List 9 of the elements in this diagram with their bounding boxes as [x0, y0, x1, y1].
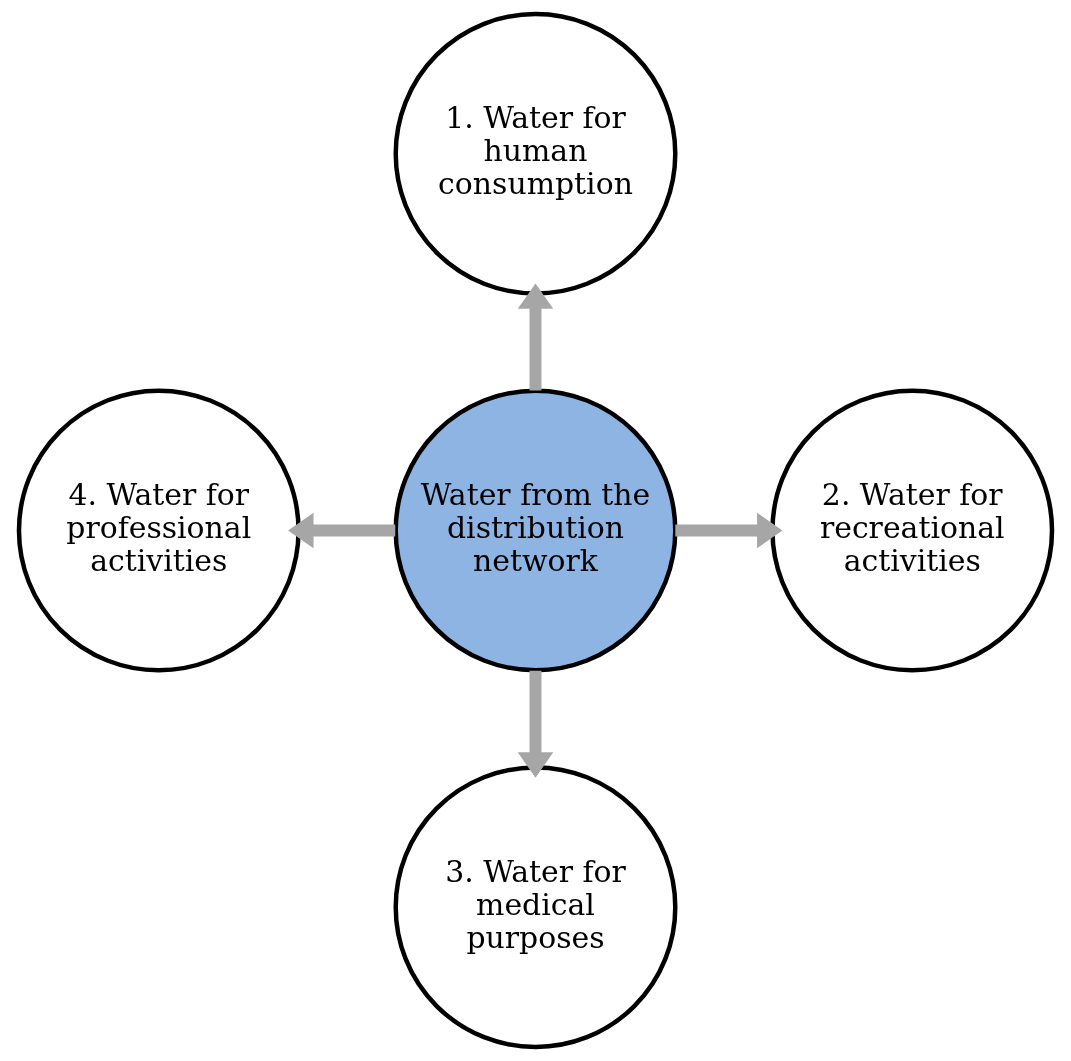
- node-circle: 3. Water for medical purposes: [393, 765, 678, 1050]
- node-circle: Water from the distribution network: [393, 388, 678, 673]
- node-circle: 4. Water for professional activities: [16, 388, 301, 673]
- arrow: [517, 283, 554, 391]
- arrow: [675, 512, 783, 549]
- arrow: [288, 512, 396, 549]
- node-circle: 2. Water for recreational activities: [770, 388, 1055, 673]
- arrow: [517, 670, 554, 778]
- node-circle: 1. Water for human consumption: [393, 11, 678, 296]
